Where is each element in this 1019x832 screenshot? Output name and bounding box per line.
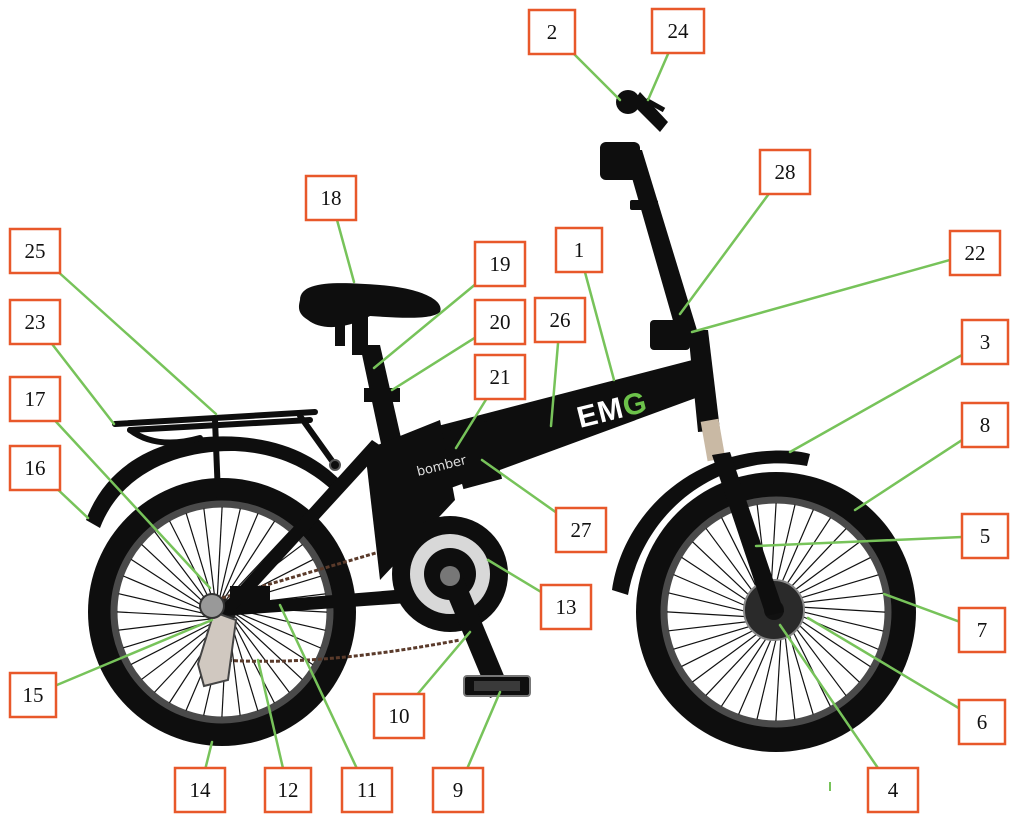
leader-line-9 [467,692,500,768]
callout-number-2: 2 [547,20,558,44]
callout-10: 10 [374,694,424,738]
leader-line-14 [206,742,213,768]
leader-line-16 [58,490,88,518]
callout-6: 6 [959,700,1005,744]
callout-number-6: 6 [977,710,988,734]
callout-number-8: 8 [980,413,991,437]
leader-line-18 [337,220,354,282]
leader-line-25 [59,273,216,414]
callout-number-26: 26 [550,308,571,332]
leader-line-8 [855,440,962,510]
handlebar-controls [600,90,668,180]
leader-line-24 [648,53,668,100]
leader-line-20 [392,338,475,390]
callout-21: 21 [475,355,525,399]
callout-number-27: 27 [571,518,592,542]
callout-number-7: 7 [977,618,988,642]
leader-line-2 [574,54,620,100]
callout-number-12: 12 [278,778,299,802]
callout-number-19: 19 [490,252,511,276]
callout-20: 20 [475,300,525,344]
callout-8: 8 [962,403,1008,447]
callout-11: 11 [342,768,392,812]
saddle [299,283,441,355]
callout-9: 9 [433,768,483,812]
callout-number-13: 13 [556,595,577,619]
pedal [464,676,530,696]
crankset [392,516,510,698]
callout-number-5: 5 [980,524,991,548]
leader-line-27 [482,460,556,512]
callout-number-25: 25 [25,239,46,263]
callout-2: 2 [529,10,575,54]
callout-number-22: 22 [965,241,986,265]
callout-3: 3 [962,320,1008,364]
callout-16: 16 [10,446,60,490]
callout-number-18: 18 [321,186,342,210]
callout-22: 22 [950,231,1000,275]
callout-1: 1 [556,228,602,272]
callout-17: 17 [10,377,60,421]
callout-24: 24 [652,9,704,53]
callout-number-15: 15 [23,683,44,707]
callout-number-14: 14 [190,778,212,802]
callout-25: 25 [10,229,60,273]
leader-line-28 [680,194,769,314]
callout-number-11: 11 [357,778,377,802]
callout-7: 7 [959,608,1005,652]
callout-18: 18 [306,176,356,220]
callout-14: 14 [175,768,225,812]
callout-number-28: 28 [775,160,796,184]
callout-number-21: 21 [490,365,511,389]
callout-number-24: 24 [668,19,690,43]
callout-28: 28 [760,150,810,194]
callout-number-9: 9 [453,778,464,802]
leader-line-1 [585,272,614,380]
callout-number-17: 17 [25,387,46,411]
callout-15: 15 [10,673,56,717]
callout-number-16: 16 [25,456,46,480]
leader-line-22 [692,260,950,332]
leader-line-3 [790,355,962,452]
callout-number-4: 4 [888,778,899,802]
leader-line-23 [52,344,114,424]
callout-26: 26 [535,298,585,342]
callout-number-10: 10 [389,704,410,728]
callout-19: 19 [475,242,525,286]
callout-13: 13 [541,585,591,629]
callout-23: 23 [10,300,60,344]
callout-12: 12 [265,768,311,812]
callout-number-23: 23 [25,310,46,334]
handlebar-stem [624,150,700,350]
callout-5: 5 [962,514,1008,558]
callout-number-3: 3 [980,330,991,354]
leader-line-10 [418,632,470,694]
callout-27: 27 [556,508,606,552]
callout-4: 4 [868,768,918,812]
callout-number-1: 1 [574,238,585,262]
seat-clamp [364,388,400,402]
callout-number-20: 20 [490,310,511,334]
